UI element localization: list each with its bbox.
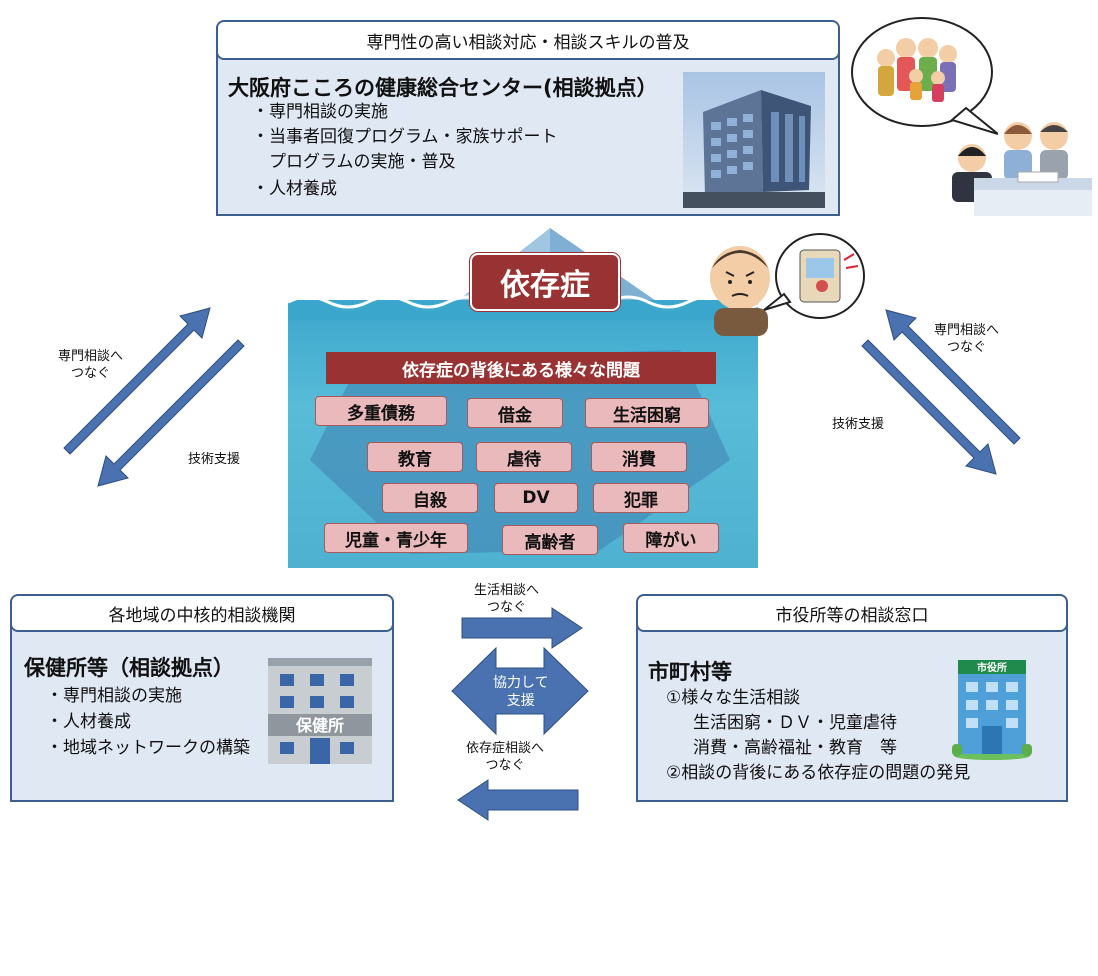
city-hall-building-icon: 市役所 — [952, 660, 1032, 760]
iceberg-banner-text: 依存症の背後にある様々な問題 — [402, 360, 640, 381]
cooperation-label: 協力して 支援 — [493, 675, 549, 709]
arrow-down-right-right — [861, 339, 997, 475]
iceberg-title-text: 依存症 — [500, 268, 590, 303]
right-bottom-item-3: 消費・高齢福祉・教育 等 — [676, 738, 897, 758]
left-bottom-header-text: 各地域の中核的相談機関 — [108, 605, 296, 626]
top-center-title: 大阪府こころの健康総合センター(相談拠点） — [228, 76, 658, 100]
problem-tag: 障がい — [623, 523, 719, 553]
health-center-building-icon: 保健所 — [268, 658, 372, 764]
top-center-header: 専門性の高い相談対応・相談スキルの普及 — [216, 20, 840, 60]
family-speech-bubble — [851, 17, 998, 135]
top-center-item-1: ・専門相談の実施 — [252, 102, 388, 122]
top-center-header-text: 専門性の高い相談対応・相談スキルの普及 — [366, 32, 690, 53]
right-bottom-title: 市町村等 — [648, 660, 732, 684]
center-building-photo — [683, 72, 825, 208]
left-bottom-item-2: ・人材養成 — [46, 712, 131, 732]
problem-tag: 自殺 — [382, 483, 478, 513]
arrow-left-to-health-center — [457, 779, 579, 821]
worried-person-illustration — [710, 246, 770, 336]
problem-tag: 児童・青少年 — [324, 523, 468, 553]
thought-bubble-gambling — [763, 233, 865, 319]
left-diagonal-arrows — [63, 307, 245, 487]
right-up-label: 専門相談へ つなぐ — [934, 323, 1000, 355]
left-down-label: 技術支援 — [188, 452, 241, 467]
top-center-item-2: ・当事者回復プログラム・家族サポート — [252, 127, 558, 147]
left-bottom-item-3: ・地域ネットワークの構築 — [46, 738, 250, 758]
right-diagonal-arrows — [861, 309, 1021, 475]
health-center-sign: 保健所 — [295, 716, 344, 735]
problem-tag: 生活困窮 — [585, 398, 709, 428]
arrow-top-label: 生活相談へ つなぐ — [474, 583, 540, 615]
problem-tag: 借金 — [467, 398, 563, 428]
arrow-right-to-city — [461, 607, 583, 649]
counseling-scene-illustration — [952, 122, 1092, 216]
top-center-item-3: プログラムの実施・普及 — [252, 152, 456, 172]
problem-tag: DV — [494, 483, 578, 513]
arrow-bottom-label: 依存症相談へ つなぐ — [466, 741, 545, 773]
problem-tag: 虐待 — [476, 442, 572, 472]
problem-tag: 高齢者 — [502, 525, 598, 555]
right-bottom-item-2: 生活困窮・ＤＶ・児童虐待 — [676, 713, 897, 733]
city-hall-sign: 市役所 — [977, 661, 1007, 674]
top-center-item-4: ・人材養成 — [252, 179, 337, 199]
right-down-label: 技術支援 — [832, 417, 885, 432]
arrow-up-left-right — [885, 309, 1021, 445]
problem-tag: 消費 — [591, 442, 687, 472]
left-bottom-header: 各地域の中核的相談機関 — [10, 594, 394, 632]
right-bottom-item-1: ①様々な生活相談 — [666, 688, 801, 708]
left-bottom-title: 保健所等（相談拠点） — [24, 656, 234, 680]
cooperation-double-arrow — [451, 646, 589, 736]
left-up-label: 専門相談へ つなぐ — [58, 349, 124, 381]
iceberg-banner: 依存症の背後にある様々な問題 — [326, 352, 716, 384]
iceberg-title: 依存症 — [470, 253, 620, 311]
problem-tag: 教育 — [367, 442, 463, 472]
right-bottom-item-4: ②相談の背後にある依存症の問題の発見 — [666, 763, 971, 783]
left-bottom-item-1: ・専門相談の実施 — [46, 686, 182, 706]
problem-tag: 犯罪 — [593, 483, 689, 513]
right-bottom-header-text: 市役所等の相談窓口 — [775, 605, 929, 626]
right-bottom-header: 市役所等の相談窓口 — [636, 594, 1068, 632]
arrow-down-left-left — [97, 339, 245, 487]
problem-tag: 多重債務 — [315, 396, 447, 426]
arrow-up-right-left — [63, 307, 211, 455]
